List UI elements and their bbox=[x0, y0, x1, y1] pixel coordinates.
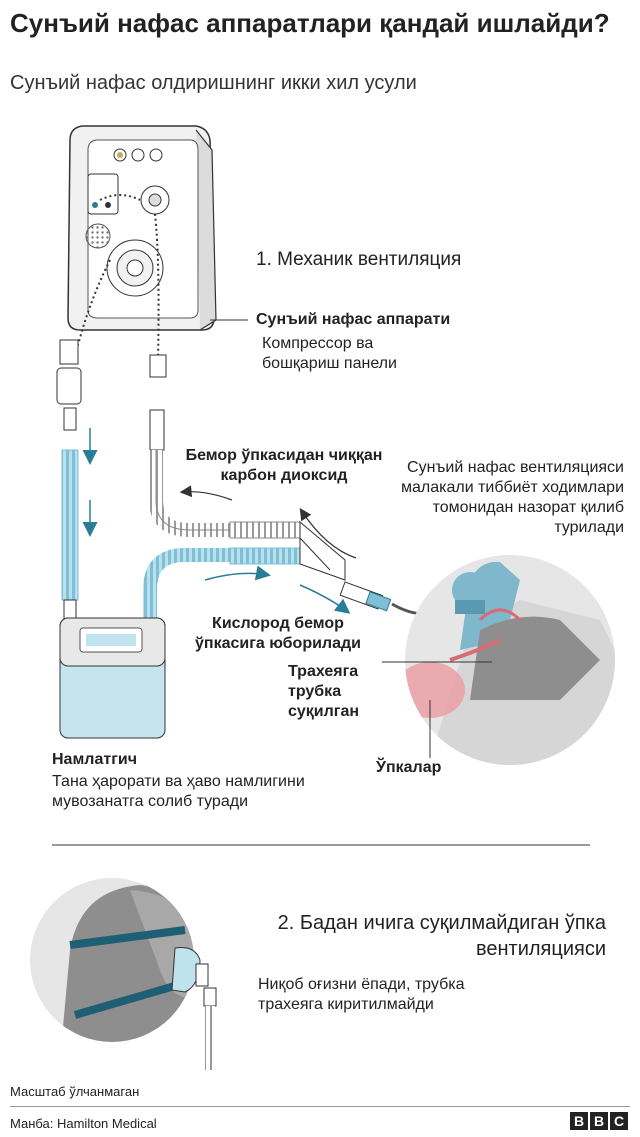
logo-letter-b2: B bbox=[590, 1112, 608, 1130]
inspiratory-tube bbox=[56, 339, 98, 623]
ventilator-machine bbox=[67, 125, 248, 361]
machine-title: Сунъий нафас аппарати bbox=[256, 311, 451, 328]
source-note: Манба: Hamilton Medical bbox=[10, 1116, 157, 1131]
patient-scene bbox=[382, 555, 615, 765]
logo-letter-b1: B bbox=[570, 1112, 588, 1130]
lungs-label: Ўпкалар bbox=[376, 759, 442, 776]
trachea-label: Трахеяга трубка суқилган bbox=[288, 663, 360, 720]
co2-label: Бемор ўпкасидан чиққан карбон диоксид bbox=[185, 447, 383, 484]
page-subtitle: Сунъий нафас олдиришнинг икки хил усули bbox=[10, 72, 417, 94]
y-connector bbox=[229, 520, 441, 616]
humidifier-title: Намлатгич bbox=[52, 751, 137, 768]
humidifier bbox=[59, 617, 166, 739]
logo-letter-c: C bbox=[610, 1112, 628, 1130]
section2-heading: 2. Бадан ичига суқилмайдиган ўпка вентил… bbox=[277, 912, 606, 960]
bbc-logo: B B C bbox=[570, 1112, 628, 1130]
oxygen-label: Кислород бемор ўпкасига юборилади bbox=[195, 615, 361, 652]
humidifier-desc: Тана ҳарорати ва ҳаво намлигини мувозана… bbox=[52, 773, 305, 810]
machine-desc: Компрессор ва бошқариш панели bbox=[262, 335, 397, 372]
staff-label: Сунъий нафас вентиляцияси малакали тибби… bbox=[400, 459, 624, 536]
scale-note: Масштаб ўлчанмаган bbox=[10, 1084, 140, 1099]
expiratory-tube bbox=[143, 354, 230, 620]
page-title: Сунъий нафас аппаратлари қандай ишлайди? bbox=[10, 8, 610, 38]
section2-desc: Ниқоб оғизни ёпади, трубка трахеяга кири… bbox=[258, 976, 465, 1013]
mask-patient bbox=[30, 878, 217, 1070]
section1-heading: 1. Механик вентиляция bbox=[256, 249, 462, 270]
footer-divider bbox=[10, 1106, 630, 1107]
